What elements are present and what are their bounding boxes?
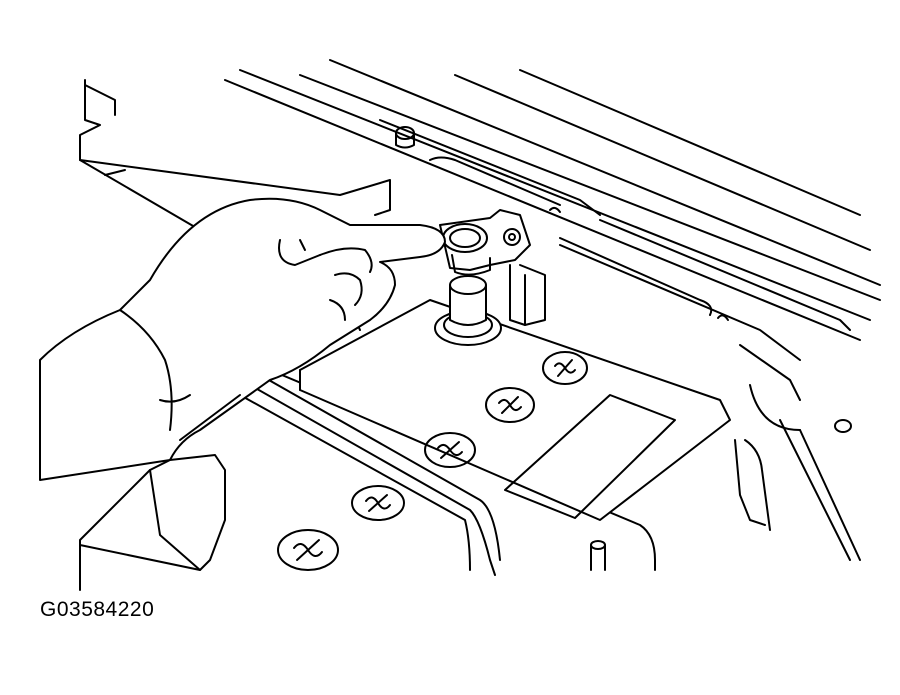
battery-cell-caps xyxy=(277,351,588,571)
battery-negative-post xyxy=(434,275,502,346)
battery-hold-down xyxy=(239,369,771,576)
terminal-bracket xyxy=(509,264,546,326)
engine-bay-frame xyxy=(224,59,881,561)
figure-code: G03584220 xyxy=(40,598,155,621)
hand-with-sleeve xyxy=(39,197,446,481)
lower-left-block xyxy=(79,394,241,591)
battery-top xyxy=(277,299,731,571)
battery-terminal-illustration xyxy=(39,59,881,591)
